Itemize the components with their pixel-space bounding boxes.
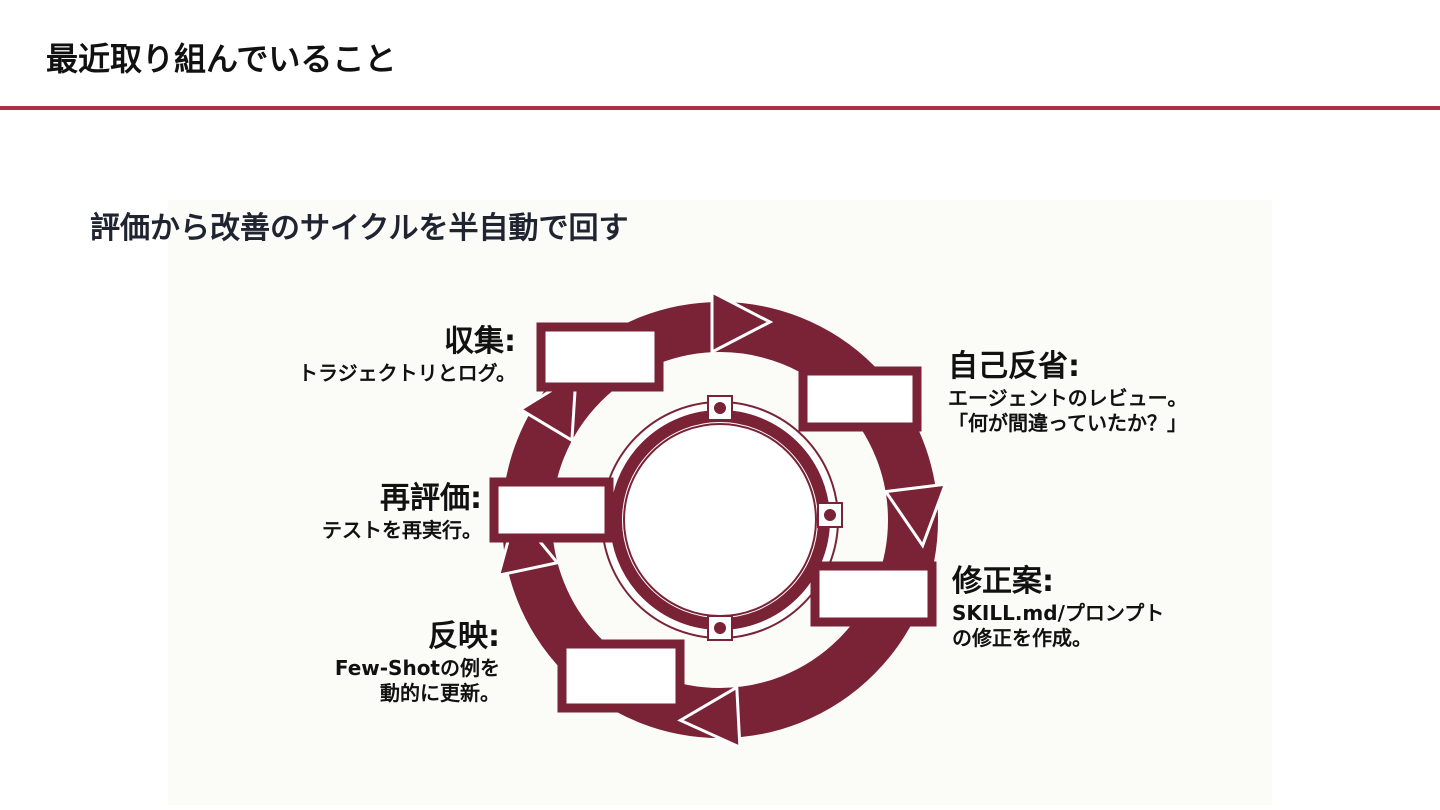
header-divider — [0, 106, 1440, 110]
step-label-reevaluate: 再評価: テストを再実行。 — [322, 480, 482, 543]
step-heading: 再評価: — [380, 481, 482, 516]
step-heading: 修正案: — [952, 564, 1054, 599]
page-title: 最近取り組んでいること — [46, 40, 397, 78]
inner-ring-knobs — [707, 395, 843, 641]
step-description: の修正を作成。 — [952, 625, 1092, 650]
step-box-propose — [810, 561, 937, 627]
step-heading: 収集: — [444, 324, 516, 359]
arrowhead-right — [883, 482, 948, 549]
step-label-apply: 反映: Few-Shotの例を 動的に更新。 — [335, 618, 500, 706]
step-description: エージェントのレビュー。 — [948, 385, 1188, 410]
step-label-collect: 収集: トラジェクトリとログ。 — [298, 323, 516, 386]
step-box-collect — [536, 322, 664, 392]
step-box-reevaluate — [489, 477, 614, 543]
step-description: 「何が間違っていたか？」 — [948, 410, 1187, 435]
arrowhead-top — [710, 289, 774, 355]
step-description: Few-Shotの例を — [334, 655, 500, 680]
arrowhead-bottom — [677, 684, 742, 750]
step-label-propose: 修正案: SKILL.md/プロンプト の修正を作成。 — [952, 563, 1164, 651]
step-heading: 自己反省: — [948, 349, 1080, 384]
slide-subtitle: 評価から改善のサイクルを半自動で回す — [90, 211, 629, 246]
step-heading: 反映: — [428, 619, 500, 654]
step-box-apply — [557, 639, 685, 713]
step-description: トラジェクトリとログ。 — [298, 360, 516, 385]
inner-ring — [601, 401, 839, 639]
step-description: 動的に更新。 — [380, 680, 500, 705]
step-description: SKILL.md/プロンプト — [952, 600, 1165, 625]
step-box-reflect — [798, 366, 922, 432]
step-description: テストを再実行。 — [322, 517, 482, 542]
step-label-reflect: 自己反省: エージェントのレビュー。 「何が間違っていたか？」 — [948, 348, 1187, 436]
